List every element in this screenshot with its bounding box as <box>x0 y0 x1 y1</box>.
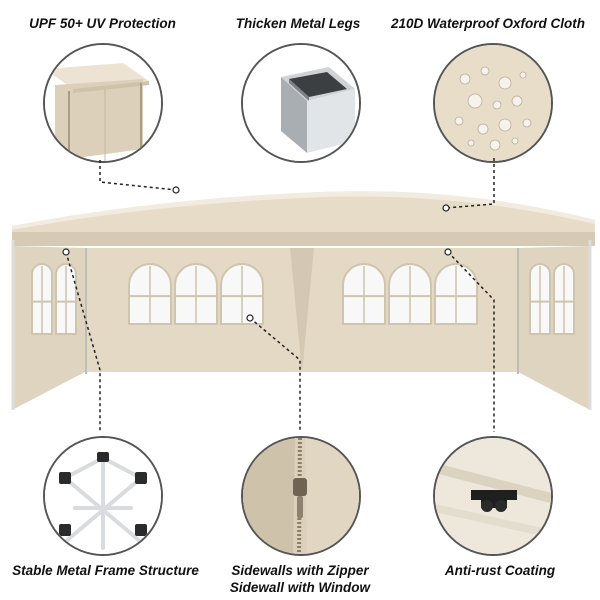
tent-window <box>128 263 264 325</box>
water-droplet <box>511 137 519 145</box>
water-droplet <box>454 116 464 126</box>
water-droplet <box>489 139 501 151</box>
tent-window <box>529 263 575 335</box>
water-droplet <box>492 100 502 110</box>
tent-window <box>31 263 77 335</box>
water-droplet <box>477 123 489 135</box>
metal-frame-detail <box>43 436 163 556</box>
water-droplet <box>467 93 483 109</box>
oxford-cloth-detail <box>433 43 553 163</box>
metal-legs-label: Thicken Metal Legs <box>235 16 361 31</box>
zipper-sidewall-label: Sidewalls with Zipper <box>231 563 369 578</box>
window-sidewall-label: Sidewall with Window <box>229 580 371 595</box>
water-droplet <box>519 71 527 79</box>
anti-rust-detail <box>433 436 553 556</box>
anti-rust-label: Anti-rust Coating <box>444 563 556 578</box>
water-droplet <box>480 66 490 76</box>
metal-frame-label: Stable Metal Frame Structure <box>12 563 199 578</box>
water-droplet <box>498 118 512 132</box>
zipper-sidewall-detail <box>241 436 361 556</box>
uv-protection-detail <box>43 43 163 163</box>
metal-legs-detail <box>241 43 361 163</box>
water-droplet <box>522 118 532 128</box>
oxford-cloth-label: 210D Waterproof Oxford Cloth <box>390 16 586 31</box>
uv-protection-label: UPF 50+ UV Protection <box>29 16 176 31</box>
water-droplet <box>467 139 475 147</box>
water-droplet <box>511 95 523 107</box>
water-droplet <box>498 76 512 90</box>
tent-window <box>342 263 478 325</box>
water-droplet <box>459 73 471 85</box>
